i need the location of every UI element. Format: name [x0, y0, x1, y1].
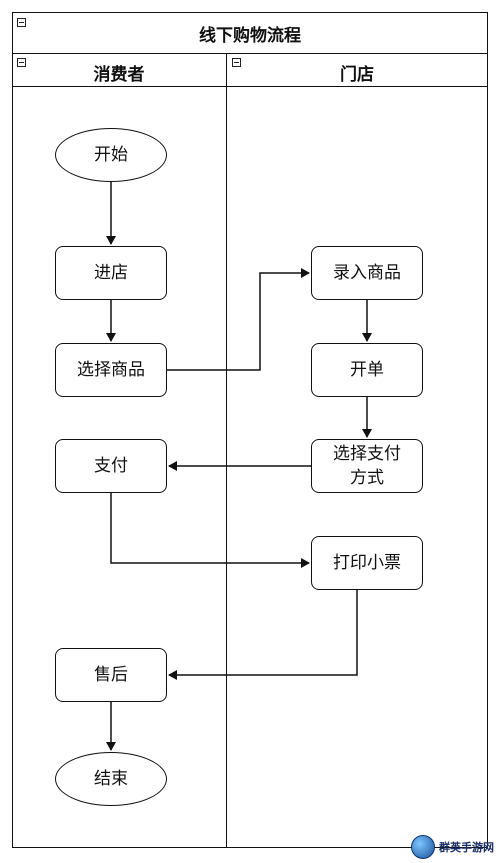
node-after-sale[interactable]: 售后	[55, 648, 167, 702]
node-create-order[interactable]: 开单	[311, 343, 423, 397]
node-select-goods[interactable]: 选择商品	[55, 343, 167, 397]
pool-frame	[12, 12, 488, 848]
node-select-payment-method[interactable]: 选择支付 方式	[311, 439, 423, 493]
lane-store-title: 门店	[340, 65, 374, 85]
node-start[interactable]: 开始	[55, 128, 167, 182]
watermark-text: 群英手游网	[439, 841, 494, 854]
title-divider	[12, 53, 488, 54]
node-end[interactable]: 结束	[55, 752, 167, 806]
diagram-title: 线下购物流程	[199, 26, 301, 46]
lane-store-collapse-button[interactable]	[232, 58, 241, 67]
edge-select-entry	[167, 268, 310, 371]
watermark-logo-icon	[411, 835, 435, 859]
watermark: 群英手游网	[411, 835, 494, 859]
lane-consumer-title: 消费者	[93, 65, 145, 85]
lane-consumer-collapse-button[interactable]	[17, 58, 26, 67]
node-enter-store[interactable]: 进店	[55, 246, 167, 300]
pool-collapse-button[interactable]	[17, 18, 26, 27]
edge-receipt-aftersale	[168, 590, 358, 680]
node-enter-goods[interactable]: 录入商品	[311, 246, 423, 300]
lane-separator	[226, 53, 227, 848]
edge-pay-receipt	[110, 493, 310, 568]
node-pay[interactable]: 支付	[55, 439, 167, 493]
node-print-receipt[interactable]: 打印小票	[311, 536, 423, 590]
lane-header-divider	[12, 86, 488, 87]
